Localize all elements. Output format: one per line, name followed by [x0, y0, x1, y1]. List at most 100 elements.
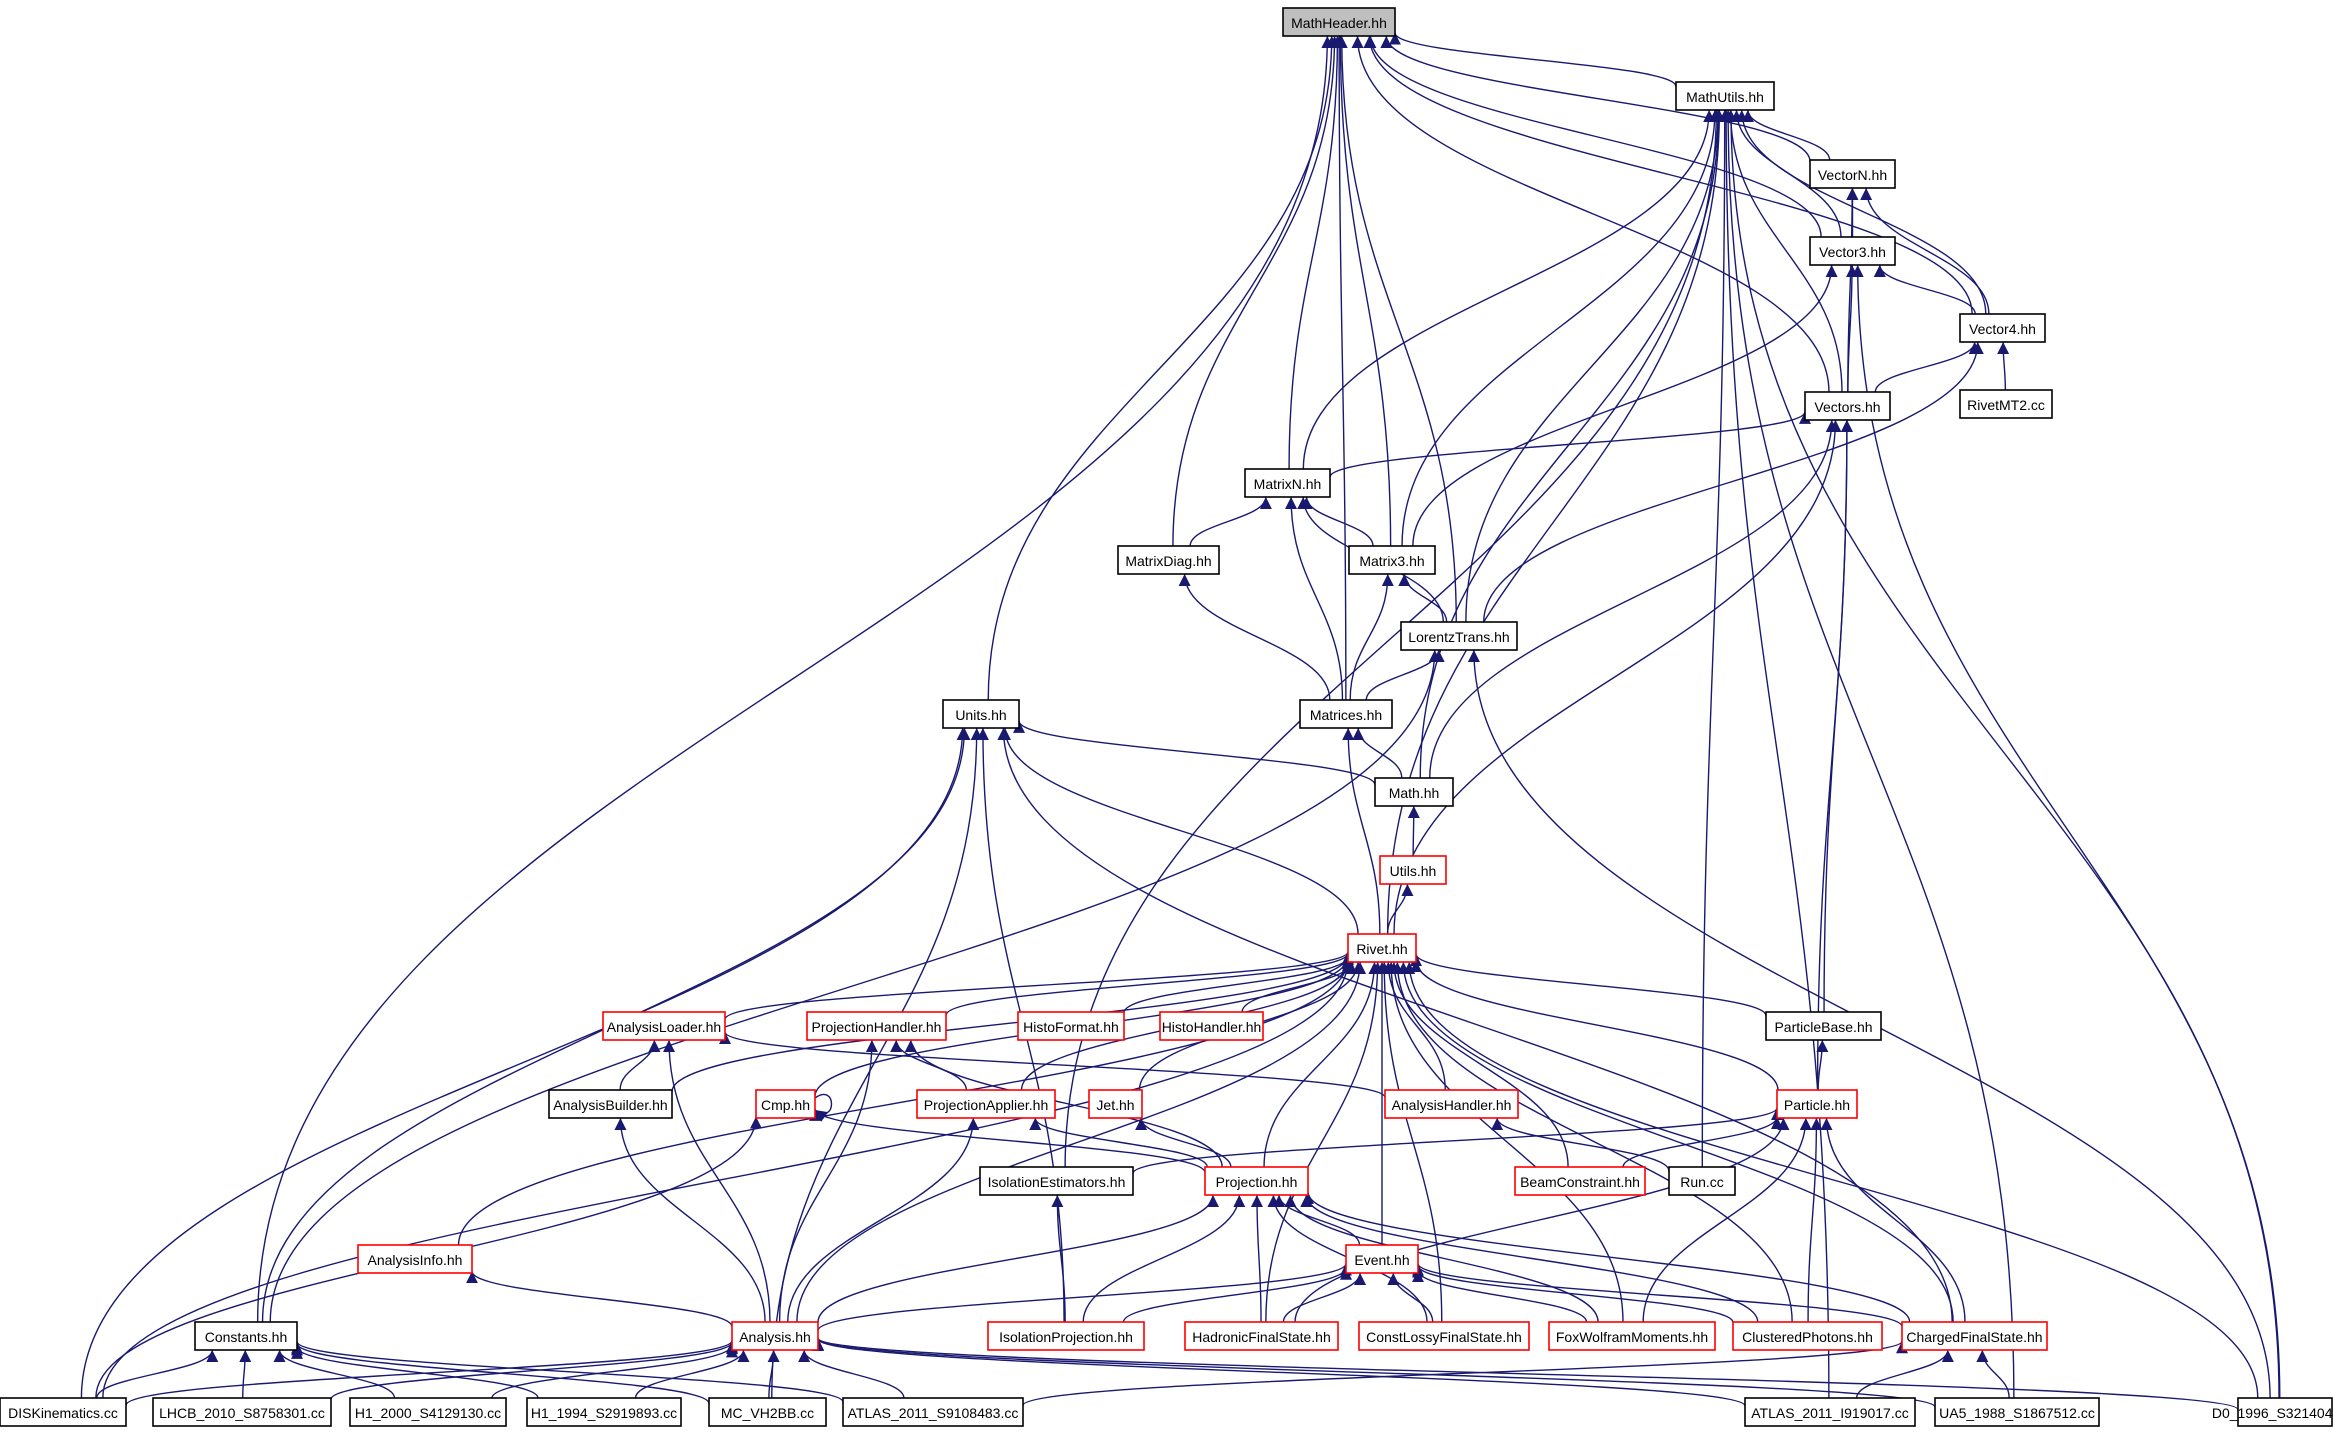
node-analysisloader[interactable]: AnalysisLoader.hh [602, 1011, 726, 1041]
edge [330, 1341, 738, 1400]
node-hadronicfinalstate[interactable]: HadronicFinalState.hh [1184, 1321, 1339, 1351]
node-projectionhandler[interactable]: ProjectionHandler.hh [806, 1011, 947, 1041]
node-isolationprojection[interactable]: IsolationProjection.hh [987, 1321, 1145, 1351]
edge-constlossyfinalstate-to-rivet [1378, 961, 1443, 1323]
edge-vector4-to-mathheader [1363, 35, 1973, 315]
node-label: Jet.hh [1096, 1097, 1134, 1113]
node-rivet[interactable]: Rivet.hh [1347, 933, 1417, 963]
node-histoformat[interactable]: HistoFormat.hh [1017, 1011, 1125, 1041]
edge-diskinematics-to-rivet [102, 959, 1354, 1399]
edge [1189, 496, 1272, 547]
node-label: ATLAS_2011_I919017.cc [1751, 1405, 1909, 1421]
node-label: IsolationEstimators.hh [988, 1174, 1126, 1190]
node-clusteredphotons[interactable]: ClusteredPhotons.hh [1732, 1321, 1883, 1351]
node-mathheader[interactable]: MathHeader.hh [1282, 7, 1396, 37]
edge [1398, 573, 1448, 623]
node-jet[interactable]: Jet.hh [1088, 1089, 1143, 1119]
edge-lorentztrans-to-vector4 [1483, 341, 1984, 623]
edge-hadronicfinalstate-to-projection [1250, 1194, 1263, 1323]
node-foxwolframmoments[interactable]: FoxWolframMoments.hh [1548, 1321, 1716, 1351]
edge-matrixn-to-mathheader [1288, 35, 1344, 470]
edge [1412, 264, 1838, 547]
node-mcvh2bb[interactable]: MC_VH2BB.cc [708, 1397, 827, 1427]
edge [1135, 1117, 1232, 1168]
edge [273, 1349, 396, 1399]
node-box [526, 1397, 682, 1427]
edge [1401, 109, 1721, 547]
node-chargedfinalstate[interactable]: ChargedFinalState.hh [1901, 1321, 2048, 1351]
edge [239, 1349, 252, 1399]
node-run[interactable]: Run.cc [1668, 1166, 1736, 1196]
node-box [708, 1397, 827, 1427]
node-particlebase[interactable]: ParticleBase.hh [1765, 1011, 1882, 1041]
node-label: ParticleBase.hh [1774, 1019, 1872, 1035]
edge-particlebase-to-rivet [1410, 953, 1767, 1017]
edge-matrix3-to-matrixn [1300, 496, 1374, 547]
edge [767, 1349, 780, 1399]
edge [1284, 1194, 1599, 1323]
node-vectors[interactable]: Vectors.hh [1804, 391, 1891, 421]
edge [1051, 1194, 1066, 1323]
node-event[interactable]: Event.hh [1345, 1244, 1419, 1274]
node-cmp[interactable]: Cmp.hh [755, 1089, 816, 1119]
node-matrixdiag[interactable]: MatrixDiag.hh [1117, 545, 1220, 575]
node-analysishandler[interactable]: AnalysisHandler.hh [1384, 1089, 1519, 1119]
node-lorentztrans[interactable]: LorentzTrans.hh [1400, 621, 1518, 651]
node-constants[interactable]: Constants.hh [194, 1321, 298, 1351]
node-vector4[interactable]: Vector4.hh [1959, 313, 2046, 343]
edge-run-to-mathutils [1701, 109, 1731, 1168]
edge-projection-to-projectionhandler [904, 1039, 1223, 1168]
edge [1329, 411, 1811, 478]
node-diskinematics[interactable]: DISKinematics.cc [0, 1397, 127, 1427]
node-analysisinfo[interactable]: AnalysisInfo.hh [357, 1244, 473, 1274]
node-box [0, 1397, 127, 1427]
node-analysis[interactable]: Analysis.hh [731, 1321, 819, 1351]
node-box [357, 1244, 473, 1274]
node-d01996[interactable]: D0_1996_S3214044.cc [2212, 1397, 2333, 1427]
node-projectionapplier[interactable]: ProjectionApplier.hh [916, 1089, 1056, 1119]
node-analysisbuilder[interactable]: AnalysisBuilder.hh [548, 1089, 673, 1119]
node-matrices[interactable]: Matrices.hh [1299, 699, 1393, 729]
node-constlossyfinalstate[interactable]: ConstLossyFinalState.hh [1358, 1321, 1530, 1351]
node-isolationestimators[interactable]: IsolationEstimators.hh [979, 1166, 1134, 1196]
node-label: LHCB_2010_S8758301.cc [159, 1405, 325, 1421]
edge-d01996-to-vector3 [1851, 264, 2281, 1399]
node-atlas2011i919017[interactable]: ATLAS_2011_I919017.cc [1744, 1397, 1916, 1427]
node-mathutils[interactable]: MathUtils.hh [1675, 81, 1775, 111]
node-layer: MathHeader.hhMathUtils.hhVectorN.hhVecto… [0, 7, 2333, 1427]
edge [1412, 1265, 1734, 1323]
edge-event-to-projection [1273, 1194, 1361, 1246]
node-label: AnalysisLoader.hh [607, 1019, 721, 1035]
edge [787, 1117, 980, 1323]
node-label: MatrixDiag.hh [1125, 553, 1211, 569]
node-particle[interactable]: Particle.hh [1776, 1089, 1858, 1119]
node-matrix3[interactable]: Matrix3.hh [1348, 545, 1436, 575]
edge [1363, 35, 1973, 315]
node-label: Cmp.hh [761, 1097, 810, 1113]
node-h11994[interactable]: H1_1994_S2919893.cc [526, 1397, 682, 1427]
edge [1846, 264, 1859, 393]
edge-h12000-to-constants [273, 1349, 396, 1399]
node-label: Matrices.hh [1310, 707, 1382, 723]
edge-matrices-to-lorentztrans [1365, 649, 1445, 701]
edge [1386, 883, 1414, 935]
edge [1407, 805, 1420, 857]
edge [1364, 35, 1822, 238]
edge-matrix3-to-mathheader [1334, 35, 1392, 547]
node-histohandler[interactable]: HistoHandler.hh [1159, 1011, 1264, 1041]
node-utils[interactable]: Utils.hh [1379, 855, 1447, 885]
node-math[interactable]: Math.hh [1374, 777, 1454, 807]
edge [1302, 1192, 1911, 1323]
node-units[interactable]: Units.hh [942, 699, 1020, 729]
node-vector3[interactable]: Vector3.hh [1809, 236, 1896, 266]
node-h12000[interactable]: H1_2000_S4129130.cc [349, 1397, 507, 1427]
node-rivetmt2[interactable]: RivetMT2.cc [1959, 389, 2053, 419]
node-ua51988[interactable]: UA5_1988_S1867512.cc [1934, 1397, 2100, 1427]
node-projection[interactable]: Projection.hh [1204, 1166, 1309, 1196]
node-vectorn[interactable]: VectorN.hh [1809, 159, 1896, 189]
node-matrixn[interactable]: MatrixN.hh [1244, 468, 1331, 498]
node-box [1204, 1166, 1309, 1196]
node-lhcb2010[interactable]: LHCB_2010_S8758301.cc [152, 1397, 332, 1427]
node-atlas2011s9108483[interactable]: ATLAS_2011_S9108483.cc [842, 1397, 1024, 1427]
node-beamconstraint[interactable]: BeamConstraint.hh [1514, 1166, 1646, 1196]
